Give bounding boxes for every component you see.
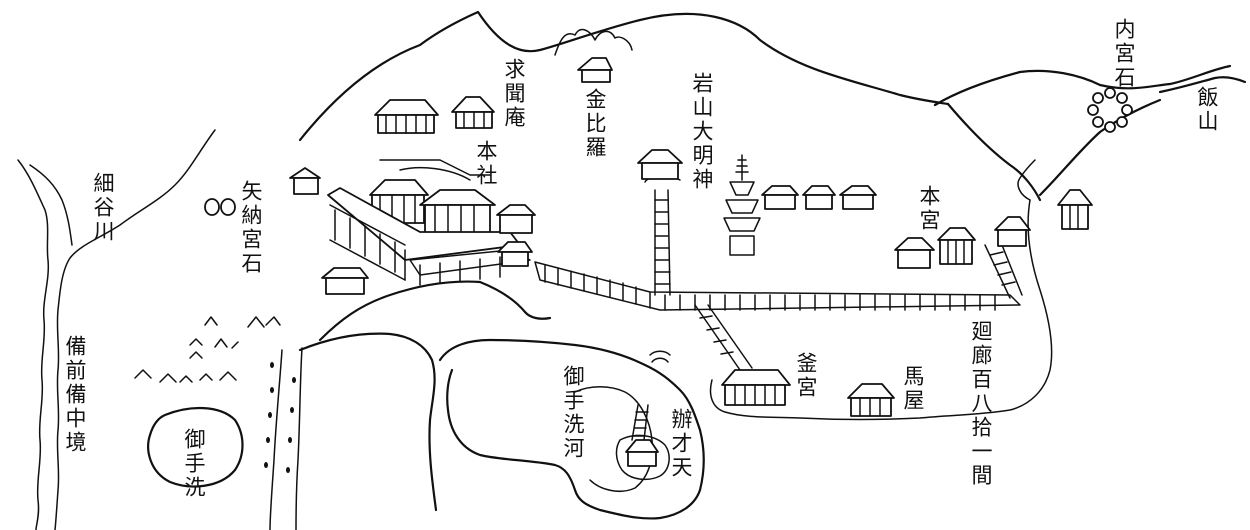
benzaiten-island [615,434,670,481]
building-left-1 [289,167,321,195]
mitarashi-river [438,338,705,520]
label-kamamiya: 釜宮 [794,352,818,400]
benzaiten-bridge [631,404,649,441]
mitarashi-pond [147,406,244,488]
right-slope [946,102,1042,202]
label-mitarashi: 御手洗 [182,428,206,500]
label-umaya: 馬屋 [901,365,925,413]
lower-hill [298,332,438,512]
label-kairo: 廻廊百八拾一間 [969,320,993,488]
kairo-corridor [534,239,1023,311]
building-hongu-1 [894,237,935,269]
building-kyumon-1 [374,99,439,134]
label-iwayama-daimyojin: 岩山大明神 [690,72,714,192]
hongu-enclosure [709,199,1053,421]
right-ridge [933,64,1232,107]
kompira-rocks [554,28,633,56]
building-kompira [577,57,613,83]
iiyama-slope [1038,98,1162,197]
label-kyumon-an: 求聞庵 [502,58,526,130]
main-mountain-ridge [298,10,950,142]
yanou-stone-2 [220,198,236,216]
label-hongu: 本宮 [917,185,941,233]
road-edge-left [269,349,283,530]
building-kyumon-2 [451,96,495,129]
pagoda [723,154,761,256]
buildings [289,57,1093,467]
building-iiyama [1057,189,1093,230]
label-mitarashi-kawa: 御手洗河 [561,365,585,461]
label-kompira: 金比羅 [583,88,607,160]
left-dotted-road [264,362,296,473]
hosodani-river-left-bank [17,159,50,530]
building-mid-3 [839,185,877,210]
label-yanou-miyaishi: 矢納宮石 [239,180,263,276]
label-bizen-bitchu-sakai: 備前備中境 [63,335,87,455]
far-right-ridge [1158,76,1247,94]
naigu-ishi-stones [1087,87,1133,133]
label-honsha: 本社 [474,140,498,188]
road-edge-right [295,347,303,530]
label-hosodani-gawa: 細谷川 [91,172,115,244]
building-hongu-3 [994,216,1031,247]
label-naigu-ishi: 内宮石 [1112,18,1136,90]
building-mid-1 [761,185,799,210]
building-umaya [847,383,895,417]
building-left-2 [321,267,369,295]
shrine-hill [318,280,552,342]
building-mid-2 [802,185,836,210]
hosodani-river-right-bank [54,129,216,530]
building-iwayama [637,149,683,180]
label-benzaiten: 辦才天 [669,408,693,480]
building-honsha-gallery [327,187,531,286]
hosodani-ridge [29,164,73,246]
hongu-enclosure-left [1017,159,1036,201]
label-iiyama: 飯山 [1195,86,1219,134]
building-benzaiten [625,439,659,467]
mitarashi-river-inner [574,386,654,492]
building-hongu-2 [937,227,976,265]
small-bridge [649,350,671,363]
kamamiya-path [694,304,753,371]
iwayama-path [644,175,681,296]
trees-left [134,316,281,383]
yanou-stone-1 [204,198,220,216]
building-kamamiya [721,369,791,406]
building-honsha-side [496,204,536,267]
